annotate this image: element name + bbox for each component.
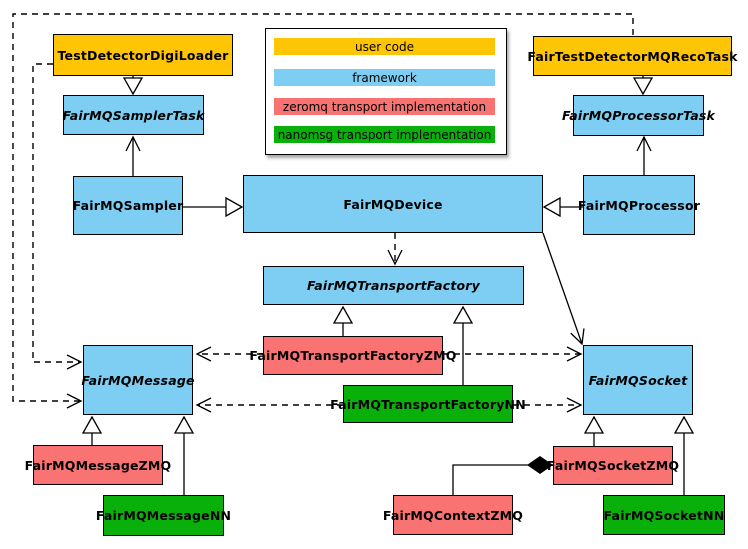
node-fairmqtransportfactory: FairMQTransportFactory [263,266,524,305]
node-fairmqmessage: FairMQMessage [81,345,195,415]
node-label: TestDetectorDigiLoader [57,47,229,63]
node-fairmqsocket: FairMQSocket [583,345,693,415]
node-fairmqtransportfactoryzmq: FairMQTransportFactoryZMQ [249,336,456,375]
legend-label: zeromq transport implementation [282,99,487,114]
node-label: FairMQSamplerTask [62,107,205,123]
legend-panel: user code framework zeromq transport imp… [265,28,507,155]
node-fairmqcontextzmq: FairMQContextZMQ [383,495,523,535]
node-fairtestdetectormqrecotask: FairTestDetectorMQRecoTask [527,36,737,76]
node-label: FairMQMessageZMQ [24,457,172,473]
node-fairmqsocketnn: FairMQSocketNN [603,495,725,535]
edge-contextzmq-socketzmq [452,464,528,495]
node-fairmqdevice: FairMQDevice [243,175,543,233]
node-label: FairMQProcessor [577,197,701,213]
node-fairmqmessagezmq: FairMQMessageZMQ [25,445,171,485]
node-label: FairMQMessageNN [95,508,232,523]
node-label: FairMQSocketNN [603,507,725,523]
legend-item-user-code: user code [274,38,495,55]
node-fairmqmessagenn: FairMQMessageNN [96,495,231,536]
legend-item-framework: framework [274,69,495,86]
node-label: FairMQSampler [72,198,184,213]
node-label: FairMQDevice [343,196,443,212]
node-label: FairMQTransportFactoryZMQ [249,348,457,363]
node-label: FairMQProcessorTask [561,108,716,123]
node-label: FairMQSocket [588,372,688,388]
node-fairmqsocketzmq: FairMQSocketZMQ [547,446,679,485]
node-label: FairTestDetectorMQRecoTask [527,48,738,64]
node-fairmqsampler: FairMQSampler [73,176,183,235]
node-fairmqprocessor: FairMQProcessor [578,175,700,235]
legend-label: user code [355,39,414,54]
legend-label: nanomsg transport implementation [277,127,492,142]
legend-item-nanomsg: nanomsg transport implementation [274,126,495,143]
node-label: FairMQMessage [81,372,195,388]
composition-diamond [527,456,553,474]
node-label: FairMQTransportFactory [306,278,481,293]
edge-recotask-message [12,13,634,409]
node-label: FairMQTransportFactoryNN [330,396,526,412]
node-label: FairMQSocketZMQ [546,458,680,473]
node-fairmqtransportfactorynn: FairMQTransportFactoryNN [330,385,526,423]
legend-label: framework [352,70,417,85]
node-testdetectordigiloader: TestDetectorDigiLoader [53,34,233,76]
node-fairmqsamplertask: FairMQSamplerTask [62,95,205,135]
legend-item-zeromq: zeromq transport implementation [274,98,495,115]
node-fairmqprocessortask: FairMQProcessorTask [562,95,715,136]
node-label: FairMQContextZMQ [382,507,524,523]
edge-digiloader-message [32,63,83,370]
edge-device-socket [542,232,585,346]
